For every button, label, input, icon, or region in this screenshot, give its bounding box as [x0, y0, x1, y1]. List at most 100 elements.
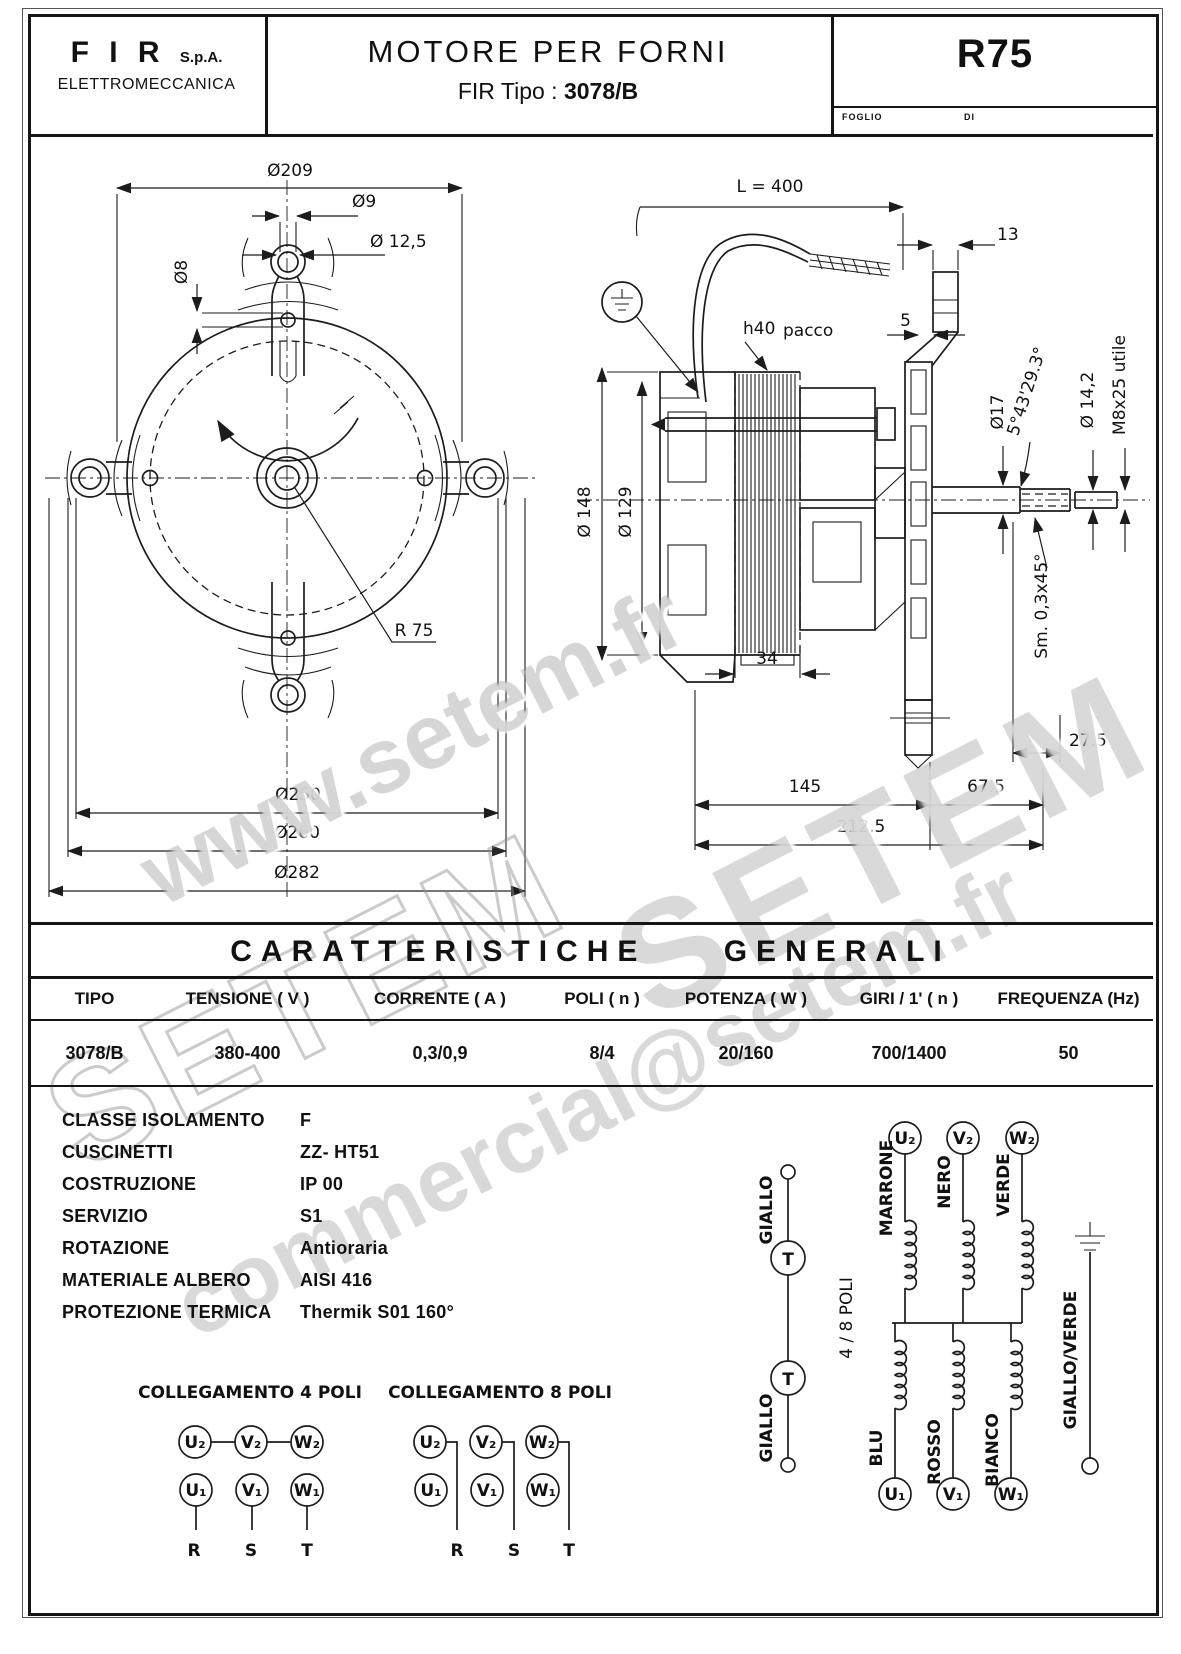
dim-13: 13	[997, 225, 1019, 245]
table-title-word2: GENERALI	[723, 935, 951, 968]
bracket-plate	[904, 361, 933, 701]
connection-diagrams: COLLEGAMENTO 4 POLI COLLEGAMENTO 8 POLI …	[138, 1383, 612, 1561]
arm-right-edges	[443, 461, 469, 495]
arm-right-hole	[473, 466, 497, 490]
poles-label: 4 / 8 POLI	[837, 1277, 857, 1359]
ext-148	[607, 371, 658, 656]
code-cell-divider	[834, 106, 1156, 108]
terminal-label: V₁	[943, 1485, 964, 1505]
company-subtitle: ELETTROMECCANICA	[57, 76, 236, 93]
val-poli: 8/4	[589, 1042, 615, 1063]
hub-mid	[265, 456, 309, 500]
phase-s: S	[245, 1541, 257, 1561]
phase-r: R	[187, 1541, 200, 1561]
tie-rod-tip	[651, 418, 665, 431]
arm-bottom-flank-arcs	[241, 679, 335, 719]
page-title: MOTORE PER FORNI	[367, 34, 729, 69]
arm-top-flank-arcs	[241, 237, 335, 278]
coil-nero	[961, 1219, 976, 1291]
terminal-v1	[470, 1473, 504, 1507]
arm-left-boss	[70, 458, 110, 498]
ext-l400	[635, 206, 904, 270]
col-tipo: TIPO	[74, 989, 115, 1008]
col-frequenza: FREQUENZA (Hz)	[997, 989, 1140, 1008]
bracket-slot	[910, 597, 927, 639]
spec-label: CUSCINETTI	[62, 1142, 173, 1162]
rotation-arrow	[217, 417, 359, 462]
earth-terminal	[1081, 1457, 1099, 1475]
r75-leader	[294, 487, 436, 643]
coil-marrone	[903, 1219, 918, 1291]
model-number: 3078/B	[563, 78, 639, 104]
code-cell: R75 FOGLIO DI	[831, 14, 1156, 134]
dim-8: Ø8	[172, 260, 192, 284]
bracket-slant	[905, 331, 959, 367]
table-title: CARATTERISTICHE GENERALI	[28, 925, 1153, 979]
dim-34: 34	[756, 649, 778, 669]
ground-symbol-glyph	[611, 289, 633, 311]
shaft-thread-section	[1020, 488, 1071, 512]
arm-left-small-hole	[141, 469, 159, 487]
spec-label: MATERIALE ALBERO	[62, 1270, 251, 1290]
cable-outer	[692, 233, 811, 399]
endshield-window	[667, 411, 707, 483]
rotor-block-upper	[799, 387, 876, 501]
hub-bore	[274, 465, 300, 491]
title-block: F I R S.p.A. ELETTROMECCANICA MOTORE PER…	[28, 14, 1156, 137]
arm-top-edges	[271, 275, 305, 376]
ext-209	[116, 194, 463, 442]
dim-5: 5	[900, 311, 911, 331]
tie-rod	[665, 417, 877, 432]
arm-bottom-edges	[271, 582, 305, 682]
dim-angle: 5°43'29.3°	[1004, 345, 1051, 439]
spec-label: CLASSE ISOLAMENTO	[62, 1110, 265, 1130]
phase-leads-8p	[446, 1441, 570, 1530]
dim-260: Ø260	[274, 823, 320, 843]
arm-right-boss	[465, 458, 505, 498]
col-giri: GIRI / 1' ( n )	[859, 989, 959, 1008]
ext-bottom-dims	[48, 498, 526, 897]
bracket-slot	[910, 481, 927, 527]
spec-label: SERVIZIO	[62, 1206, 149, 1226]
spec-value: Thermik S01 160°	[300, 1302, 455, 1322]
arm-top-boss	[270, 244, 306, 280]
dim-l400: L = 400	[737, 177, 804, 197]
hub-slants	[874, 471, 906, 631]
arm-right-small-hole	[416, 469, 434, 487]
lower-wires-bottom	[894, 1408, 1012, 1478]
wire-label-giallo-top: GIALLO	[757, 1176, 777, 1245]
arm-left-edges	[106, 461, 132, 495]
val-tensione: 380-400	[214, 1042, 281, 1063]
dim-129: Ø 129	[616, 486, 636, 537]
document-title-cell: MOTORE PER FORNI FIR Tipo : 3078/B	[268, 14, 828, 134]
val-tipo: 3078/B	[65, 1042, 124, 1063]
val-corrente: 0,3/0,9	[412, 1042, 468, 1063]
terminal-u1	[414, 1473, 448, 1507]
wire-label-rosso: ROSSO	[925, 1419, 945, 1485]
dim-17: Ø17	[988, 394, 1008, 429]
spec-row: ROTAZIONE Antioraria	[62, 1238, 622, 1259]
di-label: DI	[964, 112, 975, 122]
fan-shroud-circle	[126, 317, 448, 639]
spec-row: MATERIALE ALBERO AISI 416	[62, 1270, 622, 1291]
lower-wires-top	[894, 1323, 1012, 1342]
endshield-taper	[659, 654, 736, 683]
spec-row: SERVIZIO S1	[62, 1206, 622, 1227]
mount-tab	[932, 271, 959, 333]
sm-leader	[1033, 516, 1048, 569]
ext-8	[202, 312, 283, 328]
subtitle-prefix: FIR Tipo :	[457, 78, 564, 104]
ext-13	[932, 250, 959, 270]
table-title-word1: CARATTERISTICHE	[230, 935, 647, 968]
val-frequenza: 50	[1058, 1042, 1079, 1063]
bracket-slot	[910, 425, 927, 471]
col-potenza: POTENZA ( W )	[684, 989, 808, 1008]
terminal-label: W₂	[529, 1433, 555, 1453]
phase-t: T	[301, 1541, 313, 1561]
spec-label: ROTAZIONE	[62, 1238, 170, 1258]
terminal-w1	[994, 1477, 1028, 1511]
spec-value: ZZ- HT51	[300, 1142, 380, 1162]
terminal-label: W₁	[998, 1485, 1024, 1505]
terminal-label: V₂	[241, 1433, 262, 1453]
terminal-label: V₁	[242, 1481, 263, 1501]
